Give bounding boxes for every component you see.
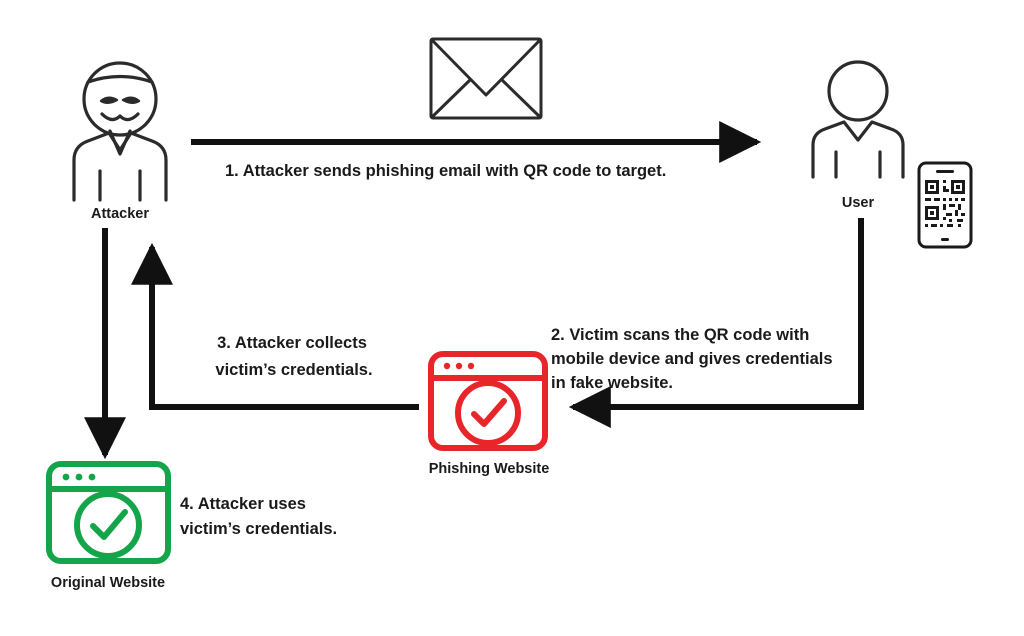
step-2-text: 2. Victim scans the QR code with mobile …: [551, 326, 833, 392]
user-node: User: [811, 60, 905, 211]
envelope-icon: [429, 37, 543, 120]
mobile-phone-qr-code-icon: [917, 161, 973, 249]
attacker-node: Attacker: [72, 61, 168, 222]
step-4-line-2: victim’s credentials.: [180, 520, 337, 538]
masked-attacker-icon: [72, 61, 168, 202]
step-2-line-3: in fake website.: [551, 374, 673, 392]
step-2-line-2: mobile device and gives credentials: [551, 350, 833, 368]
original-website-node: Original Website: [46, 461, 171, 591]
attacker-label: Attacker: [91, 206, 149, 222]
step-4-line-1: 4. Attacker uses: [180, 495, 306, 513]
step-3-text: 3. Attacker collects victim’s credential…: [215, 334, 372, 379]
step-1-line-1: 1. Attacker sends phishing email with QR…: [225, 162, 666, 180]
step-2-line-1: 2. Victim scans the QR code with: [551, 326, 809, 344]
original-website-label: Original Website: [51, 575, 165, 591]
qr-code-pattern: [925, 180, 965, 227]
step-1-text: 1. Attacker sends phishing email with QR…: [225, 162, 666, 180]
arrow-step-2: [568, 218, 864, 428]
step-3-line-2: victim’s credentials.: [215, 361, 372, 379]
step-3-line-1: 3. Attacker collects: [217, 334, 367, 352]
phishing-browser-window-icon: [428, 351, 548, 451]
arrow-step-3: [131, 242, 419, 410]
original-browser-window-icon: [46, 461, 171, 564]
person-icon: [811, 60, 905, 179]
step-4-text: 4. Attacker uses victim’s credentials.: [180, 495, 337, 538]
phishing-website-node: Phishing Website: [428, 351, 550, 477]
phishing-website-label: Phishing Website: [429, 461, 550, 477]
user-label: User: [842, 195, 875, 211]
